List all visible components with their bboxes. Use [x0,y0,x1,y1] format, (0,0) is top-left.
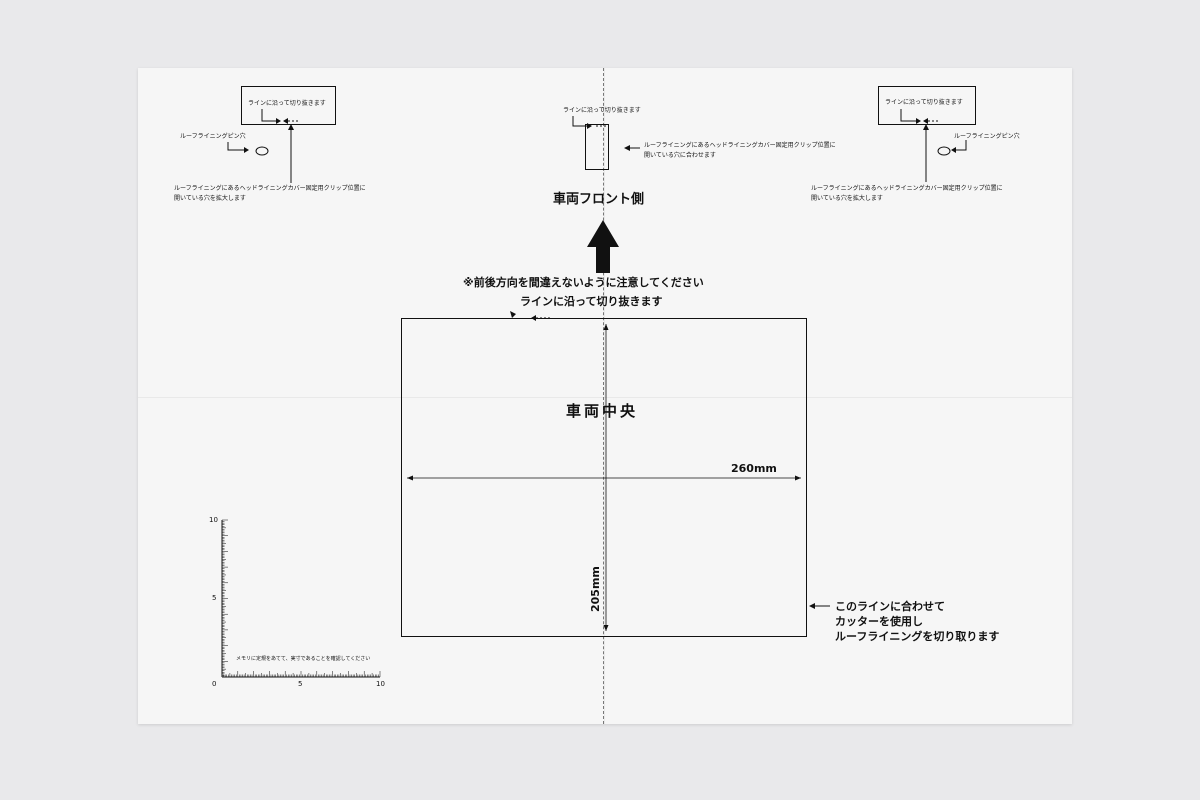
top-right-pin-label: ルーフライニングピン穴 [954,133,1020,140]
top-center-note-line1: ルーフライニングにあるヘッドライニングカバー固定用クリップ位置に [644,142,836,149]
top-center-clip-box [585,124,609,170]
side-note-line1: このラインに合わせて [835,600,945,613]
vehicle-center-label: 車両中央 [566,402,639,420]
front-side-label: 車両フロント側 [553,192,645,207]
top-right-cut-label: ラインに沿って切り抜きます [885,99,963,106]
ruler-note: メモリに定規をあてて、実寸であることを確認してください [236,656,371,662]
width-dimension-label: 260mm [731,462,777,475]
top-left-note-line2: 開いている穴を拡大します [174,195,246,202]
direction-warning: ※前後方向を間違えないように注意してください [463,276,704,289]
top-left-pin-label: ルーフライニングピン穴 [180,133,246,140]
main-cut-label: ラインに沿って切り抜きます [520,295,663,308]
ruler-y-mid-label: 5 [212,594,217,602]
ruler-origin-label: 0 [212,680,217,688]
top-center-cut-label: ラインに沿って切り抜きます [563,107,641,114]
ruler-y-top-label: 10 [209,516,218,524]
top-left-detail-box [241,86,336,125]
top-center-note-line2: 開いている穴に合わせます [644,152,716,159]
template-sheet [138,68,1072,724]
top-right-note-line2: 開いている穴を拡大します [811,195,883,202]
side-note-line2: カッターを使用し [835,615,923,628]
ruler-x-end-label: 10 [376,680,385,688]
top-right-detail-box [878,86,976,125]
fold-crease-vertical [604,68,605,724]
top-left-note-line1: ルーフライニングにあるヘッドライニングカバー固定用クリップ位置に [174,185,366,192]
cut-outline-rectangle [401,318,807,637]
ruler-x-mid-label: 5 [298,680,303,688]
side-note-line3: ルーフライニングを切り取ります [835,630,1000,643]
top-left-cut-label: ラインに沿って切り抜きます [248,100,326,107]
center-dashed-line [603,68,604,724]
fold-crease-horizontal [138,397,1072,398]
top-right-note-line1: ルーフライニングにあるヘッドライニングカバー固定用クリップ位置に [811,185,1003,192]
